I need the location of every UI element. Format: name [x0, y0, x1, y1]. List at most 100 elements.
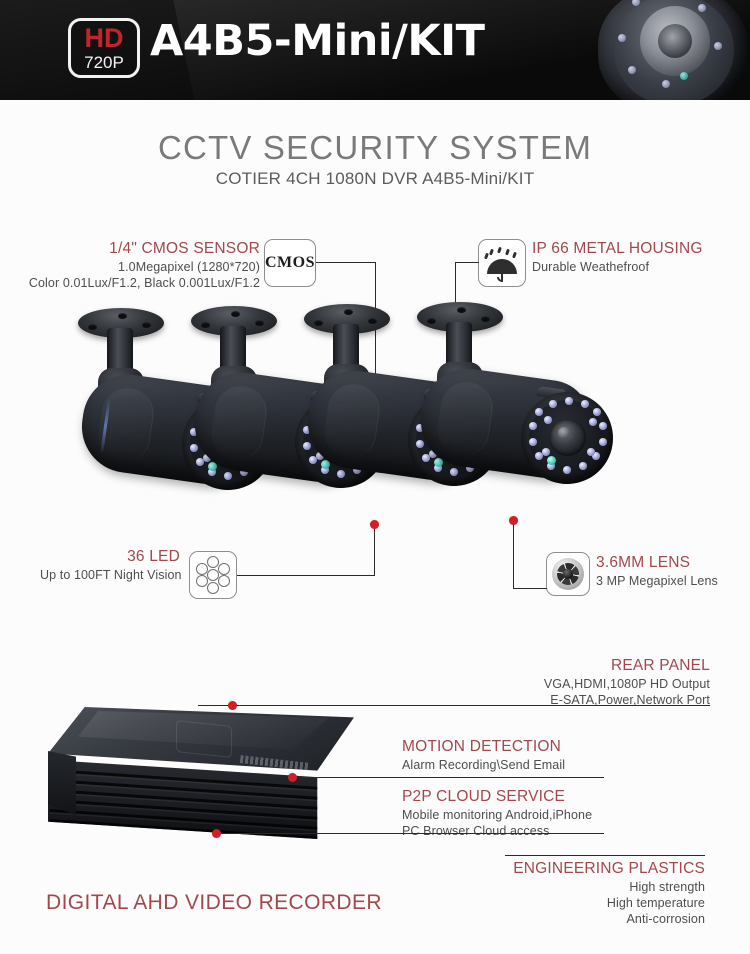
umbrella-stick — [501, 271, 503, 280]
callout-housing-heading: IP 66 METAL HOUSING — [532, 240, 703, 257]
ir-led — [196, 458, 204, 466]
ir-led — [535, 452, 543, 460]
ir-led — [599, 422, 607, 430]
callout-led-heading: 36 LED — [127, 548, 180, 565]
banner-model-title: A4B5-Mini/KIT — [150, 16, 485, 66]
ir-led — [316, 452, 324, 460]
ir-led — [579, 462, 587, 470]
ir-led — [450, 468, 458, 476]
mount-screw-hole — [201, 322, 210, 328]
ir-led — [309, 456, 317, 464]
camera-mount-plate — [304, 304, 390, 334]
ir-led — [589, 418, 597, 426]
ir-led — [592, 452, 600, 460]
camera-lens — [549, 419, 586, 456]
page-subtitle: COTIER 4CH 1080N DVR A4B5-Mini/KIT — [215, 169, 535, 188]
callout-p2p-heading: P2P CLOUD SERVICE — [402, 788, 566, 805]
ir-led — [466, 464, 474, 472]
led-dot — [218, 575, 230, 587]
callout-engineering-plastics: ENGINEERING PLASTICS High strength High … — [470, 860, 705, 926]
ir-led — [529, 422, 537, 430]
dvr-left-side — [48, 751, 76, 816]
callout-plastics-line2: High temperature — [606, 896, 705, 910]
rain-drop-icon — [489, 248, 494, 256]
rain-drop-icon — [505, 248, 510, 256]
hd-badge-label: HD — [84, 23, 124, 53]
ir-led — [547, 462, 555, 470]
header-ir-led-icon — [662, 80, 670, 88]
ir-led — [190, 444, 198, 452]
callout-housing-line1: Durable Weathefroof — [532, 260, 650, 274]
hd-720p-badge: HD 720P — [68, 18, 140, 78]
callout-p2p-line2: PC Browser Cloud access — [402, 824, 550, 838]
mount-screw-hole — [368, 318, 377, 324]
ir-led — [224, 472, 232, 480]
callout-led-line1: Up to 100FT Night Vision — [40, 568, 182, 582]
callout-36-led: 36 LED Up to 100FT Night Vision — [40, 548, 182, 582]
status-led — [321, 460, 330, 469]
led-dot — [196, 575, 208, 587]
header-ir-led-icon — [632, 0, 640, 6]
mount-screw-hole — [457, 307, 466, 313]
ir-led — [549, 400, 557, 408]
callout-lens-line1: 3 MP Megapixel Lens — [596, 574, 718, 588]
ir-led — [337, 470, 345, 478]
ir-led — [190, 428, 198, 436]
callout-p2p-cloud: P2P CLOUD SERVICE Mobile monitoring Andr… — [402, 788, 662, 838]
umbrella-hook — [497, 277, 503, 282]
callout-motion-detection: MOTION DETECTION Alarm Recording\Send Em… — [402, 738, 652, 772]
ir-led — [203, 454, 211, 462]
dvr-top-plate — [176, 720, 232, 758]
ir-led — [208, 468, 216, 476]
callout-rear-panel-heading: REAR PANEL — [610, 657, 710, 674]
callout-motion-line1: Alarm Recording\Send Email — [402, 758, 566, 772]
mount-screw-hole — [427, 318, 436, 324]
callout-rear-panel: REAR PANEL VGA,HDMI,1080P HD Output E-SA… — [470, 657, 710, 707]
rain-drop-icon — [484, 252, 489, 260]
hotspot-dot-led — [370, 520, 379, 529]
leader-line-lens-horizontal — [513, 588, 547, 590]
ir-led — [581, 400, 589, 408]
ir-led — [544, 416, 552, 424]
mount-screw-hole — [231, 311, 240, 317]
ir-led — [535, 408, 543, 416]
ir-led — [593, 408, 601, 416]
header-banner: HD 720P A4B5-Mini/KIT — [0, 0, 750, 100]
ir-led — [563, 466, 571, 474]
camera-unit — [399, 296, 629, 526]
ir-led — [429, 450, 437, 458]
mount-screw-hole — [255, 320, 264, 326]
callout-cmos-line1: 1.0Megapixel (1280*720) — [118, 260, 260, 274]
callout-ip66-housing: IP 66 METAL HOUSING Durable Weathefroof — [532, 240, 747, 274]
leader-line-led-vertical — [374, 527, 376, 575]
dvr-vent-fin — [49, 819, 318, 839]
camera-aperture-icon — [552, 558, 584, 590]
hotspot-dot-lens — [509, 516, 518, 525]
mount-screw-hole — [481, 316, 490, 322]
ir-led — [599, 438, 607, 446]
leader-line-plastics — [505, 855, 705, 857]
umbrella-rain-icon — [484, 246, 519, 282]
housing-icon-box — [478, 239, 526, 287]
ir-led — [434, 464, 442, 472]
umbrella-canopy — [487, 259, 517, 274]
header-ir-led-icon — [628, 66, 636, 74]
led-dot — [207, 556, 219, 568]
leader-line-rear-panel — [198, 705, 710, 707]
ir-led — [542, 448, 550, 456]
status-led — [547, 456, 556, 465]
header-camera-lens-pupil — [658, 24, 692, 58]
leader-line-p2p — [218, 833, 604, 835]
callout-cmos-heading: 1/4" CMOS SENSOR — [109, 240, 260, 257]
callout-plastics-heading: ENGINEERING PLASTICS — [513, 860, 705, 877]
cmos-icon-label: CMOS — [265, 254, 315, 271]
dvr-product-label: DIGITAL AHD VIDEO RECORDER — [46, 891, 382, 914]
lens-icon-box — [546, 552, 590, 596]
hotspot-dot-rear-panel — [228, 701, 237, 710]
header-camera-photo — [588, 0, 750, 100]
ir-led — [303, 426, 311, 434]
leader-line-led-horizontal — [237, 575, 375, 577]
led-dot — [196, 563, 208, 575]
callout-lens: 3.6MM LENS 3 MP Megapixel Lens — [596, 554, 746, 588]
ir-led — [587, 448, 595, 456]
